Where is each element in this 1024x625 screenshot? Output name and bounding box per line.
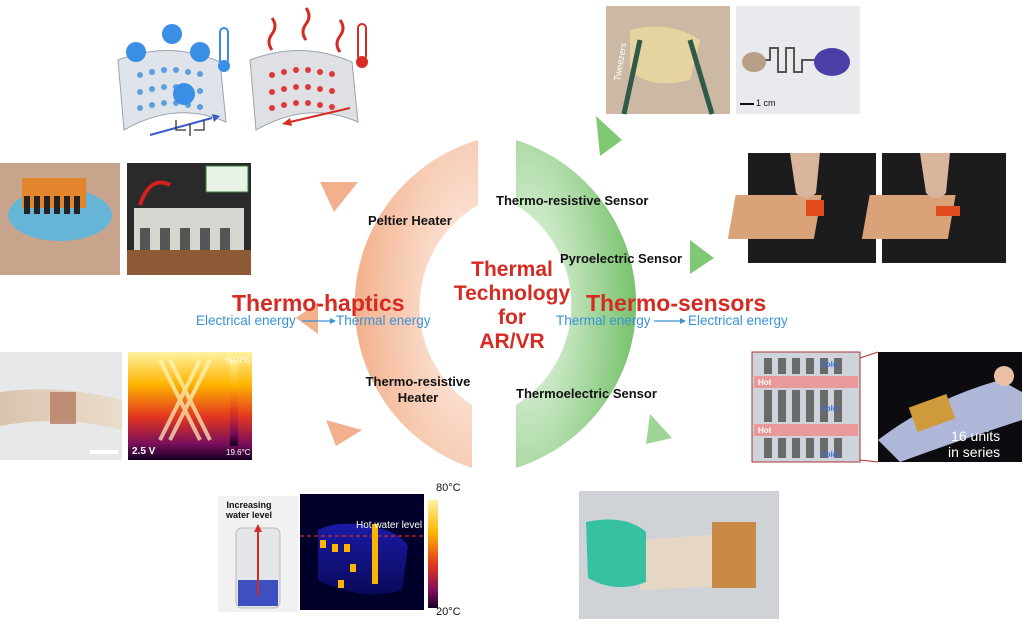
right-arrow-bottom (646, 414, 672, 444)
center-title-line: for (498, 306, 526, 329)
scale-top-label: 80°C (436, 482, 461, 494)
center-title-line: Technology (453, 282, 571, 305)
heat-wave-icon (301, 7, 311, 41)
right-arc (516, 116, 714, 468)
thermoelectric-schematic (751, 351, 879, 463)
peltier-heater-label: Peltier Heater (368, 213, 452, 228)
pyroelectric-sensor-label: Pyroelectric Sensor (560, 251, 683, 266)
thermometer-cold-icon (219, 27, 229, 65)
left-flow-arrowhead (330, 318, 336, 324)
left-flow-to: Thermal energy (336, 313, 431, 328)
cold-label-bottom: Cold (820, 450, 838, 459)
thermo-sensors-title: Thermo-sensors (586, 290, 767, 316)
center-title-line: Thermal (471, 258, 553, 281)
increasing-water-label-line: water level (226, 510, 273, 520)
units-in-series-line: 16 units (951, 428, 1001, 444)
peltier-device-photo (127, 163, 251, 275)
peltier-arm-photo (0, 163, 120, 275)
thermoelectric-arm-photo (878, 352, 1022, 462)
pyro-sensor-photo-1 (727, 153, 876, 263)
heat-wave-icon (335, 19, 345, 53)
resistive-heater-label-line: Thermo-resistive (365, 374, 471, 389)
sensor-tweezers-photo (606, 6, 730, 115)
left-arrow-mid (296, 302, 318, 334)
thermal-min-label: 19.6°C (226, 448, 251, 457)
thermal-max-label: 50.0°C (226, 356, 251, 365)
right-flow-to: Electrical energy (688, 313, 788, 328)
voltage-label: 2.5 V (132, 446, 156, 457)
snowflake-icon (126, 42, 146, 62)
glove-sensor-photo (579, 491, 779, 619)
thermo-haptics-title: Thermo-haptics (232, 290, 405, 316)
thermal-hand-image (300, 494, 438, 610)
cold-label-top: Cold (820, 360, 838, 369)
heat-wave-icon (267, 17, 277, 51)
hot-water-level-label: Hot water level (356, 520, 423, 531)
thermoelectric-sensor-label: Thermoelectric Sensor (516, 386, 657, 401)
thermal-image-heater (128, 352, 252, 460)
hot-label-bottom: Hot (758, 426, 772, 435)
snowflake-icon (173, 83, 195, 105)
hot-label-top: Hot (758, 378, 772, 387)
center-title: Thermal Technology for AR/VR (445, 258, 579, 354)
snowflake-icon (162, 24, 182, 44)
left-arrow-bottom (326, 420, 362, 446)
left-flow-from: Electrical energy (196, 313, 296, 328)
left-arrow-top (320, 182, 358, 212)
right-flow-arrowhead (680, 318, 686, 324)
center-title-line: AR/VR (479, 330, 545, 353)
thermometer-hot-icon (357, 23, 367, 61)
scale-bottom-label: 20°C (436, 606, 461, 618)
right-flow-from: Thermal energy (556, 313, 651, 328)
increasing-water-label-line: Increasing (226, 500, 272, 510)
units-in-series-line: in series (948, 444, 1001, 460)
pyro-sensor-photo-2 (861, 153, 1006, 263)
right-arrow-top (596, 116, 622, 156)
snowflake-icon (190, 42, 210, 62)
heating-fabric-illustration (249, 7, 368, 131)
cooling-fabric-illustration (117, 24, 230, 136)
right-arrow-mid (690, 240, 714, 274)
cold-label-mid: Cold (820, 404, 838, 413)
resistive-heater-label: Thermo-resistive Heater (358, 374, 478, 406)
increasing-water-label: Increasing water level (226, 500, 272, 520)
serpentine-sensor-photo (736, 6, 860, 114)
resistive-sensor-label: Thermo-resistive Sensor (496, 193, 649, 208)
left-arc (296, 140, 478, 468)
units-in-series-label: 16 units in series (948, 428, 1000, 460)
wrist-heater-photo (0, 352, 122, 460)
resistive-heater-label-line: Heater (397, 390, 439, 405)
scale-1cm-label: 1 cm (756, 98, 776, 108)
water-cup-photo (218, 496, 298, 612)
